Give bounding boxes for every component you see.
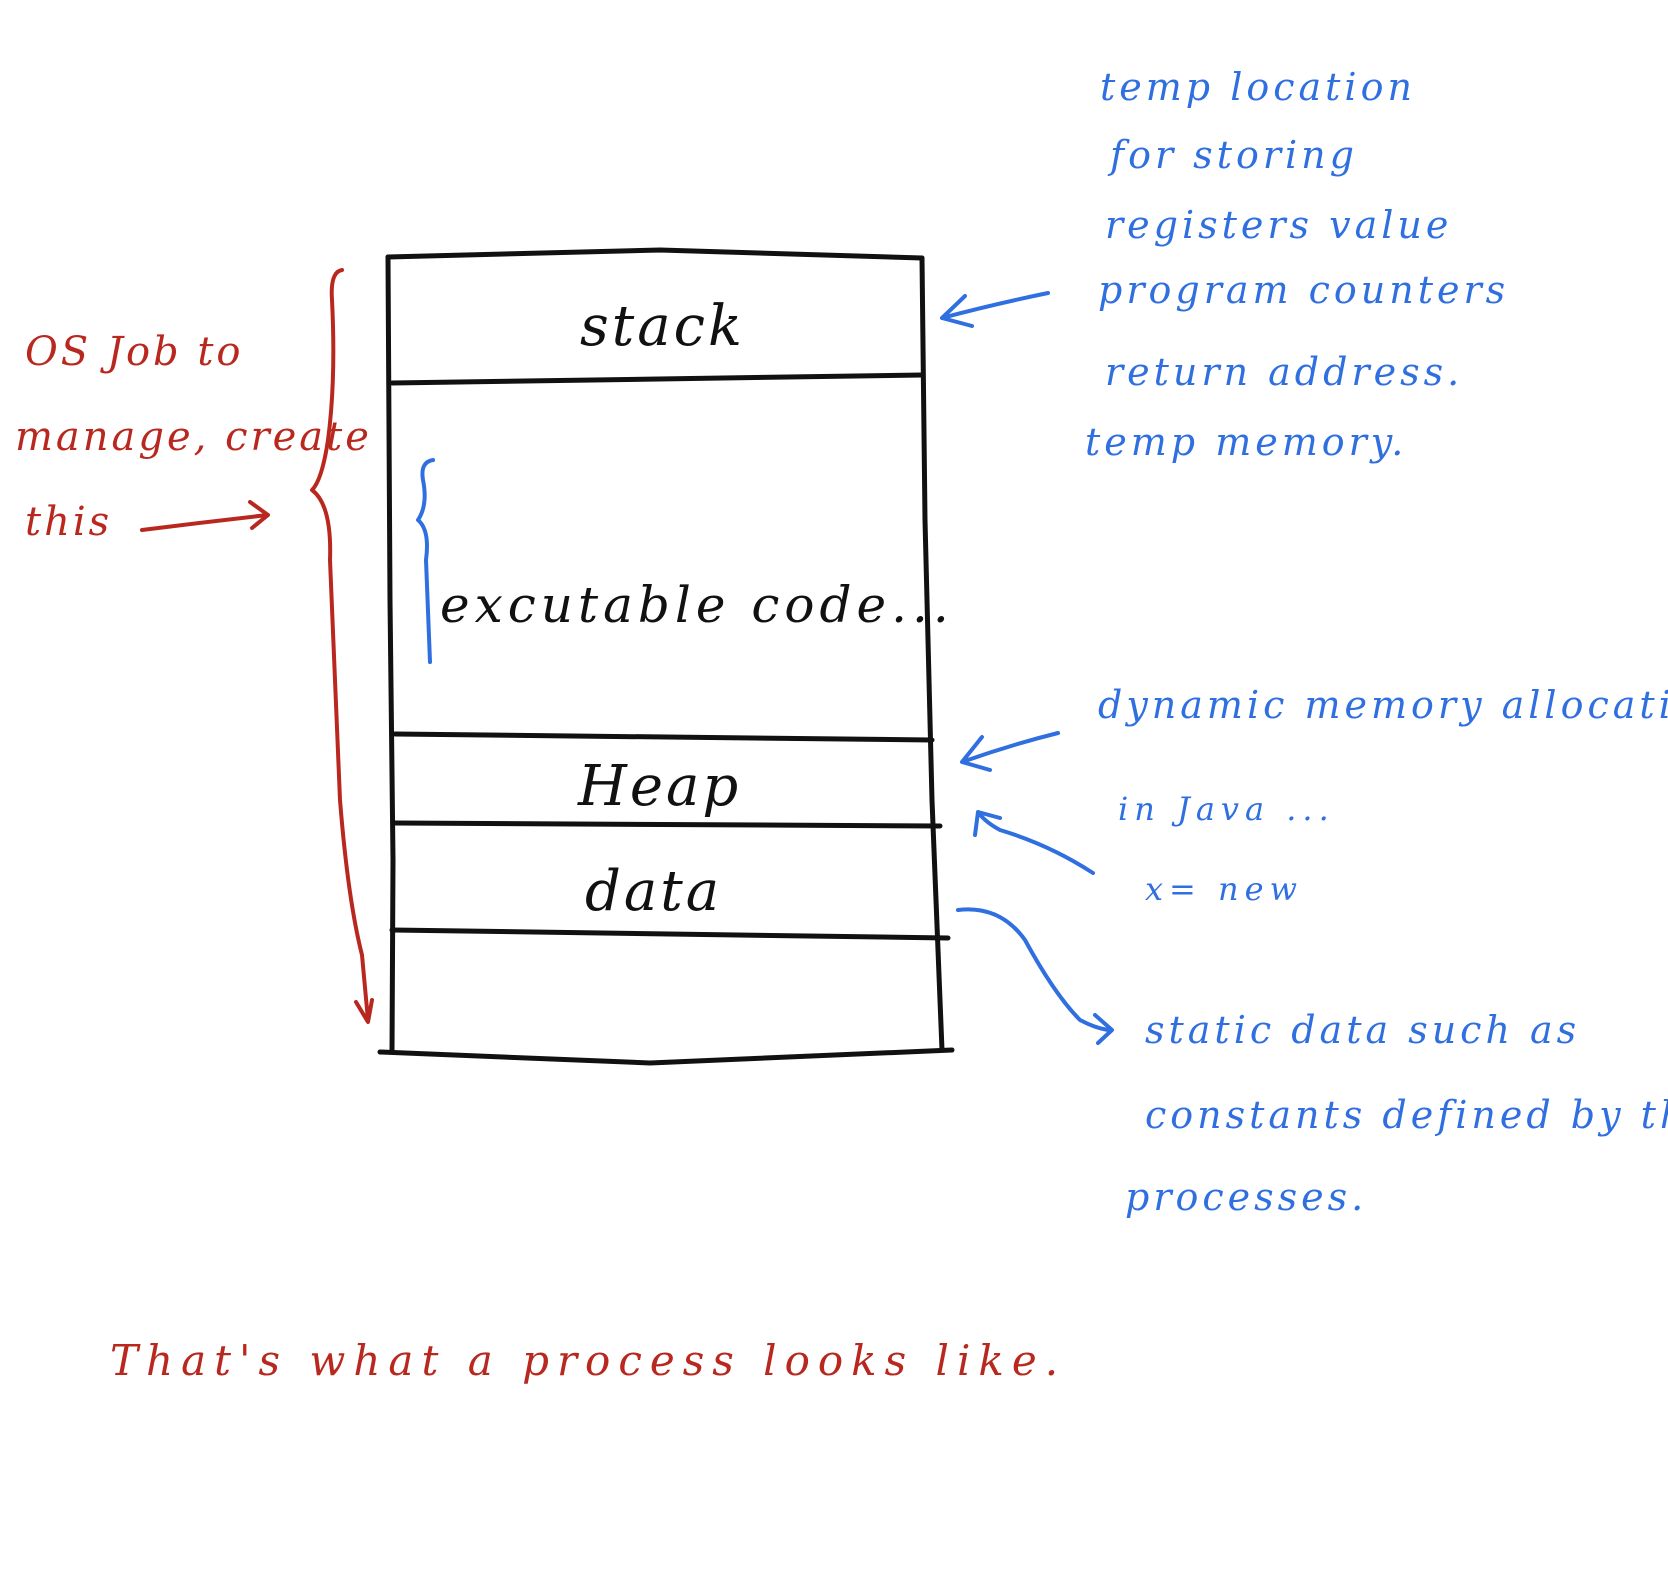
data-note-line-2: constants defined by the	[1145, 1093, 1668, 1137]
os-note: OS Job to manage, create this	[15, 329, 372, 545]
code-brace-mark	[416, 458, 435, 664]
heap-note: dynamic memory allocation in Java ... x=…	[1098, 683, 1668, 908]
data-connector-arrow	[956, 907, 1114, 1045]
stack-note-line-5: return address.	[1105, 350, 1463, 394]
segment-label-heap: Heap	[577, 754, 741, 819]
stack-note-line-3: registers value	[1105, 203, 1452, 247]
divider-stack-code	[389, 372, 925, 386]
os-note-line-2: manage, create	[15, 414, 372, 460]
caption: That's what a process looks like.	[110, 1336, 1066, 1385]
heap-note-line-2: in Java ...	[1118, 790, 1335, 828]
data-note-line-1: static data such as	[1145, 1008, 1580, 1052]
heap-arrow	[960, 731, 1060, 772]
stack-note-line-6: temp memory.	[1085, 420, 1407, 464]
data-note-line-3: processes.	[1125, 1175, 1367, 1219]
stack-note-line-1: temp location	[1100, 65, 1416, 109]
segment-label-stack: stack	[580, 294, 745, 359]
stack-note-line-2: for storing	[1107, 133, 1358, 177]
memory-layout-box	[377, 247, 955, 1066]
heap-note-line-3: x= new	[1145, 870, 1303, 908]
box-top-edge	[385, 247, 925, 261]
process-brace	[310, 268, 374, 1024]
os-note-line-3: this	[25, 499, 112, 545]
box-right-edge	[919, 255, 945, 1053]
box-bottom-edge	[377, 1047, 955, 1066]
stack-note: temp location for storing registers valu…	[1085, 65, 1509, 464]
divider-data-bottom	[389, 927, 951, 941]
box-left-edge	[385, 254, 396, 1055]
stack-arrow	[940, 291, 1050, 328]
os-note-arrow	[140, 500, 270, 532]
divider-heap-data	[392, 820, 943, 829]
segment-label-code: excutable code...	[440, 576, 954, 634]
segment-label-data: data	[585, 859, 722, 924]
stack-note-line-4: program counters	[1098, 268, 1509, 312]
os-note-line-1: OS Job to	[25, 329, 244, 375]
data-note: static data such as constants defined by…	[1125, 1008, 1668, 1219]
divider-code-heap	[392, 731, 935, 743]
new-object-arrow	[973, 810, 1095, 875]
heap-note-line-1: dynamic memory allocation	[1098, 683, 1668, 727]
